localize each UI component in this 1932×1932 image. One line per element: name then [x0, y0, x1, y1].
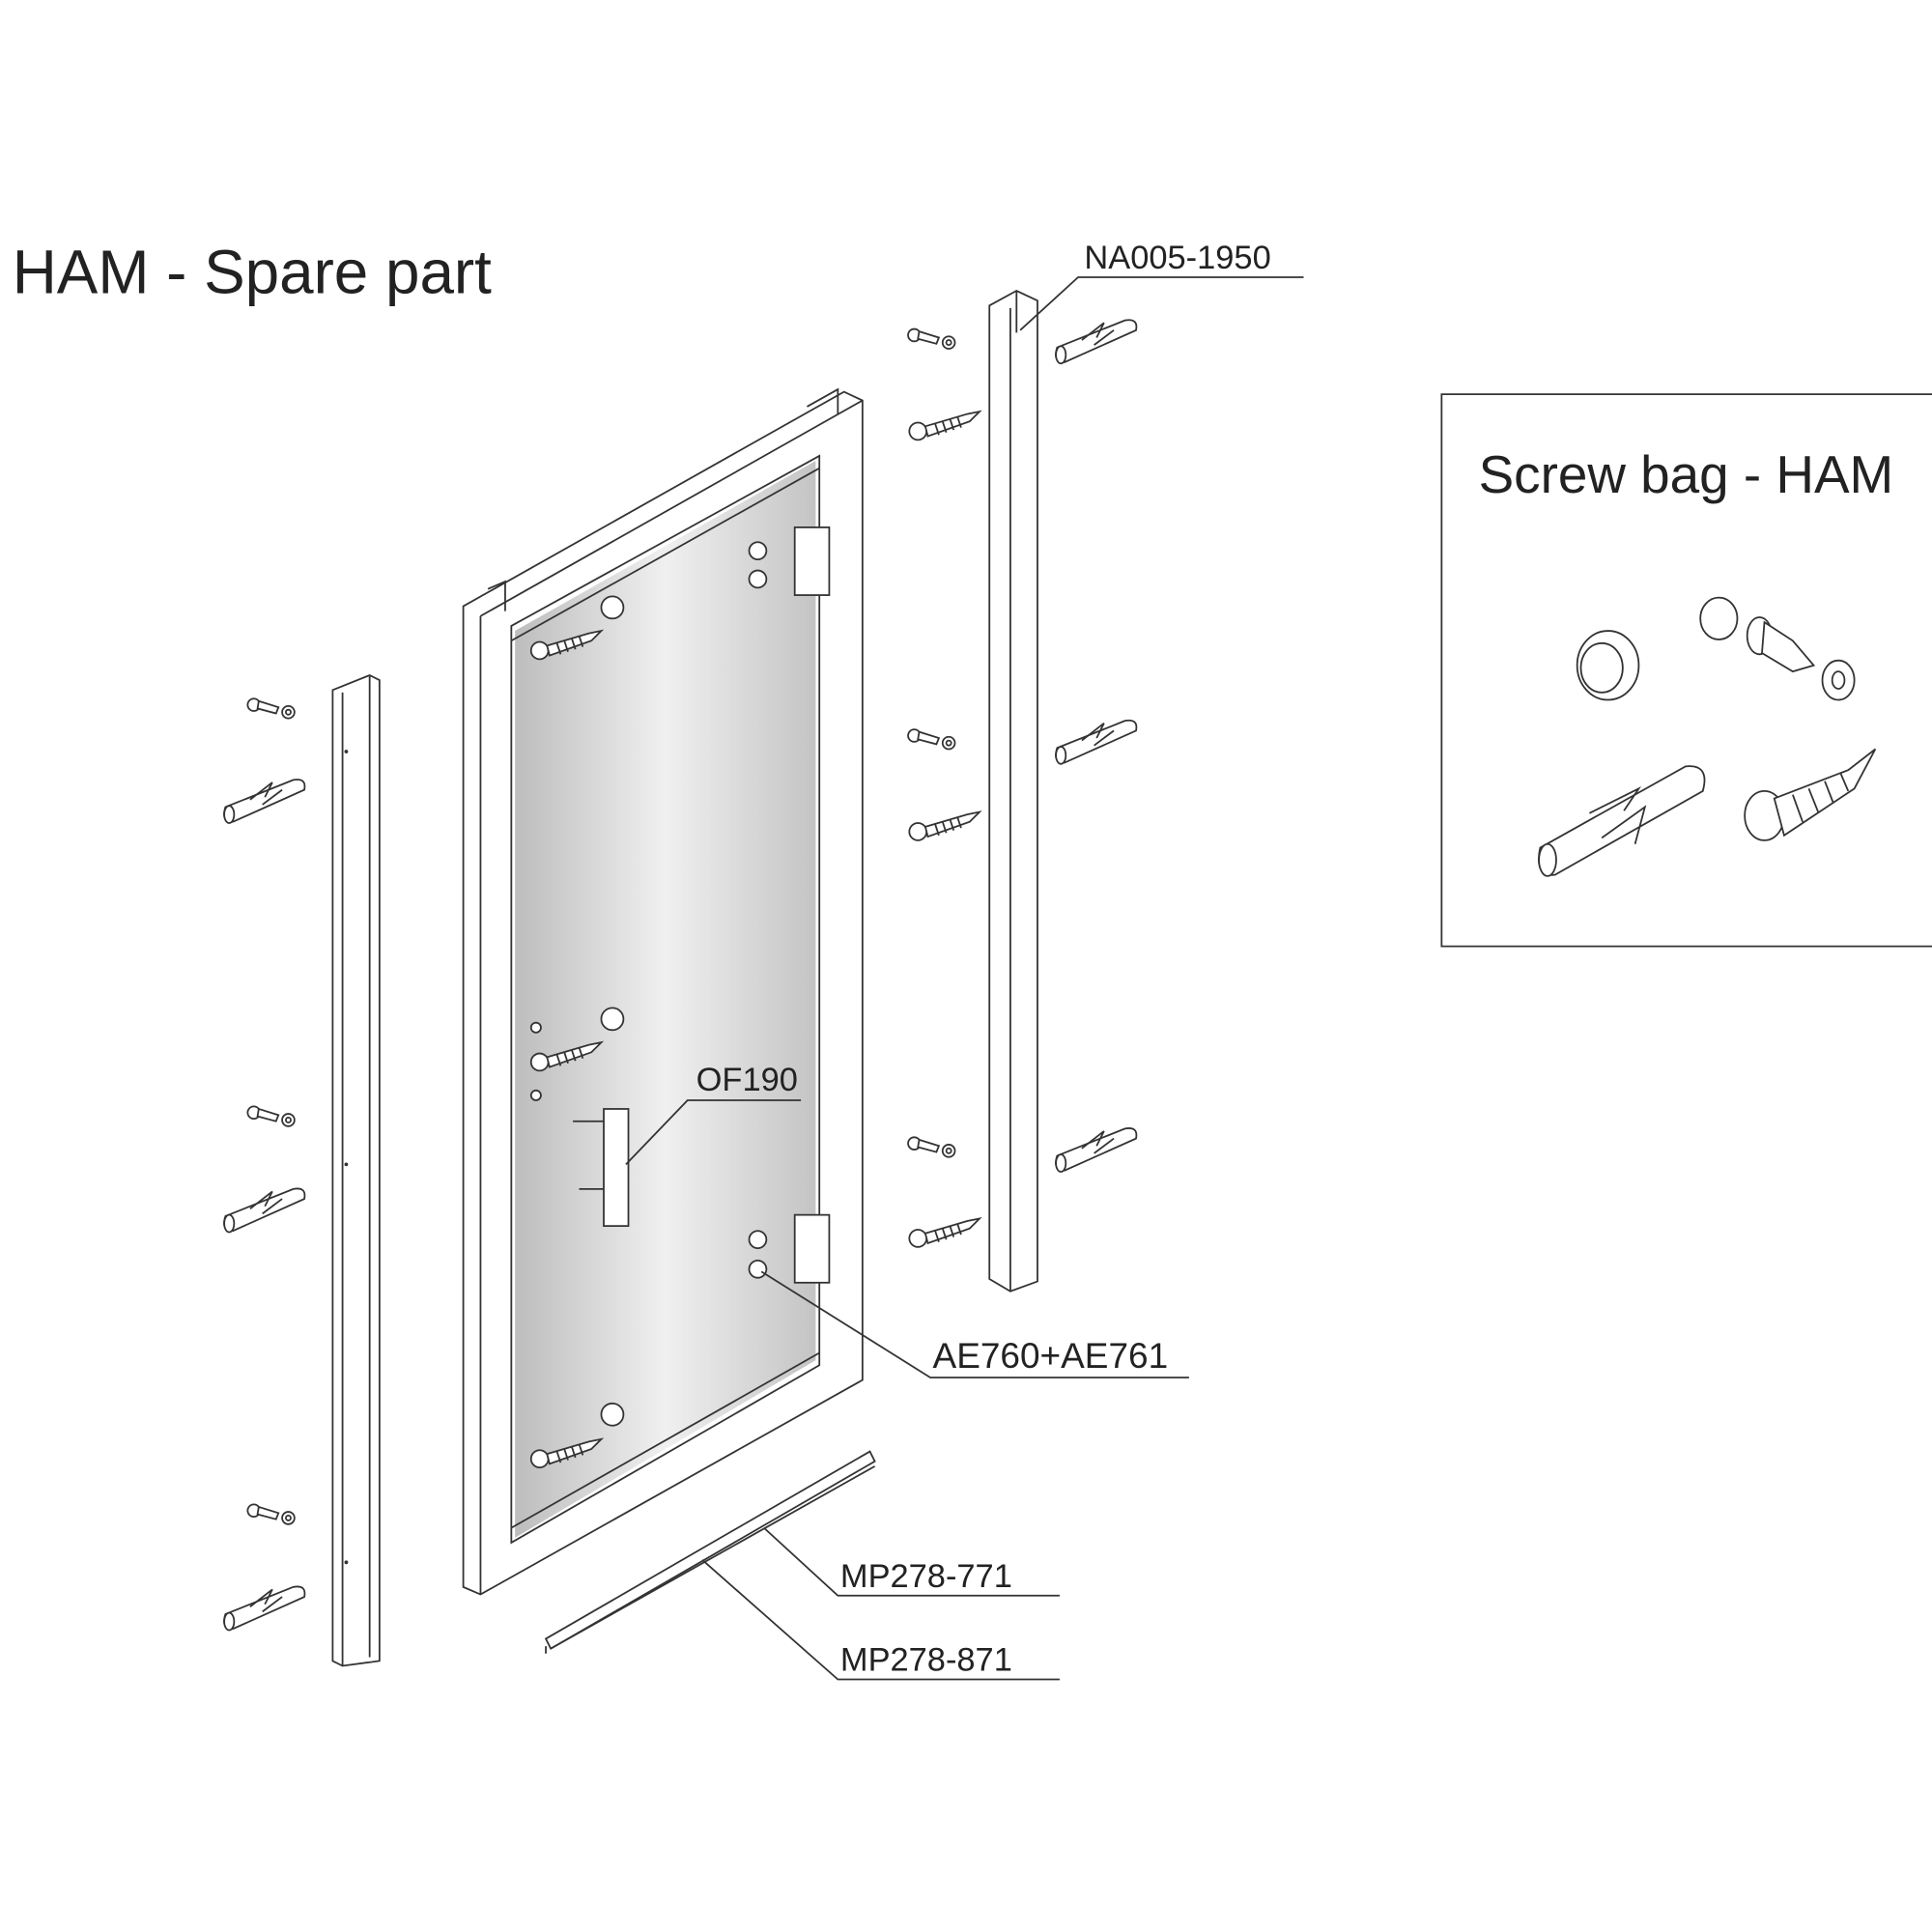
callout-ae760: AE760+AE761: [760, 1270, 1189, 1378]
large-screw-part: [1746, 616, 1856, 701]
label-handle: OF190: [696, 1062, 798, 1098]
bottom-seal: [544, 1450, 876, 1654]
wall-plug-part: [1538, 765, 1706, 877]
page-title: HAM - Spare part: [13, 238, 492, 307]
cover-cap-part: [1699, 596, 1739, 640]
label-seal-b: MP278-871: [840, 1642, 1012, 1679]
right-wall-profile: [988, 290, 1038, 1293]
callout-mp278-771: MP278-771: [763, 1526, 1060, 1597]
door-panel: [462, 387, 864, 1596]
label-hinge: AE760+AE761: [933, 1336, 1169, 1376]
left-wall-profile: [331, 674, 381, 1667]
label-seal-a: MP278-771: [840, 1558, 1012, 1595]
cap-part: [1576, 630, 1640, 701]
wood-screw-part: [1744, 748, 1877, 841]
handle: [573, 1108, 630, 1228]
left-fixings: [223, 697, 306, 1632]
callout-of190: OF190: [625, 1062, 802, 1165]
screw-bag-title: Screw bag - HAM: [1479, 444, 1894, 504]
label-side-profile: NA005-1950: [1084, 240, 1270, 276]
screw-bag-panel: Screw bag - HAM: [1440, 393, 1932, 948]
callout-na005: NA005-1950: [1019, 240, 1304, 331]
callout-mp278-871: MP278-871: [701, 1559, 1060, 1681]
